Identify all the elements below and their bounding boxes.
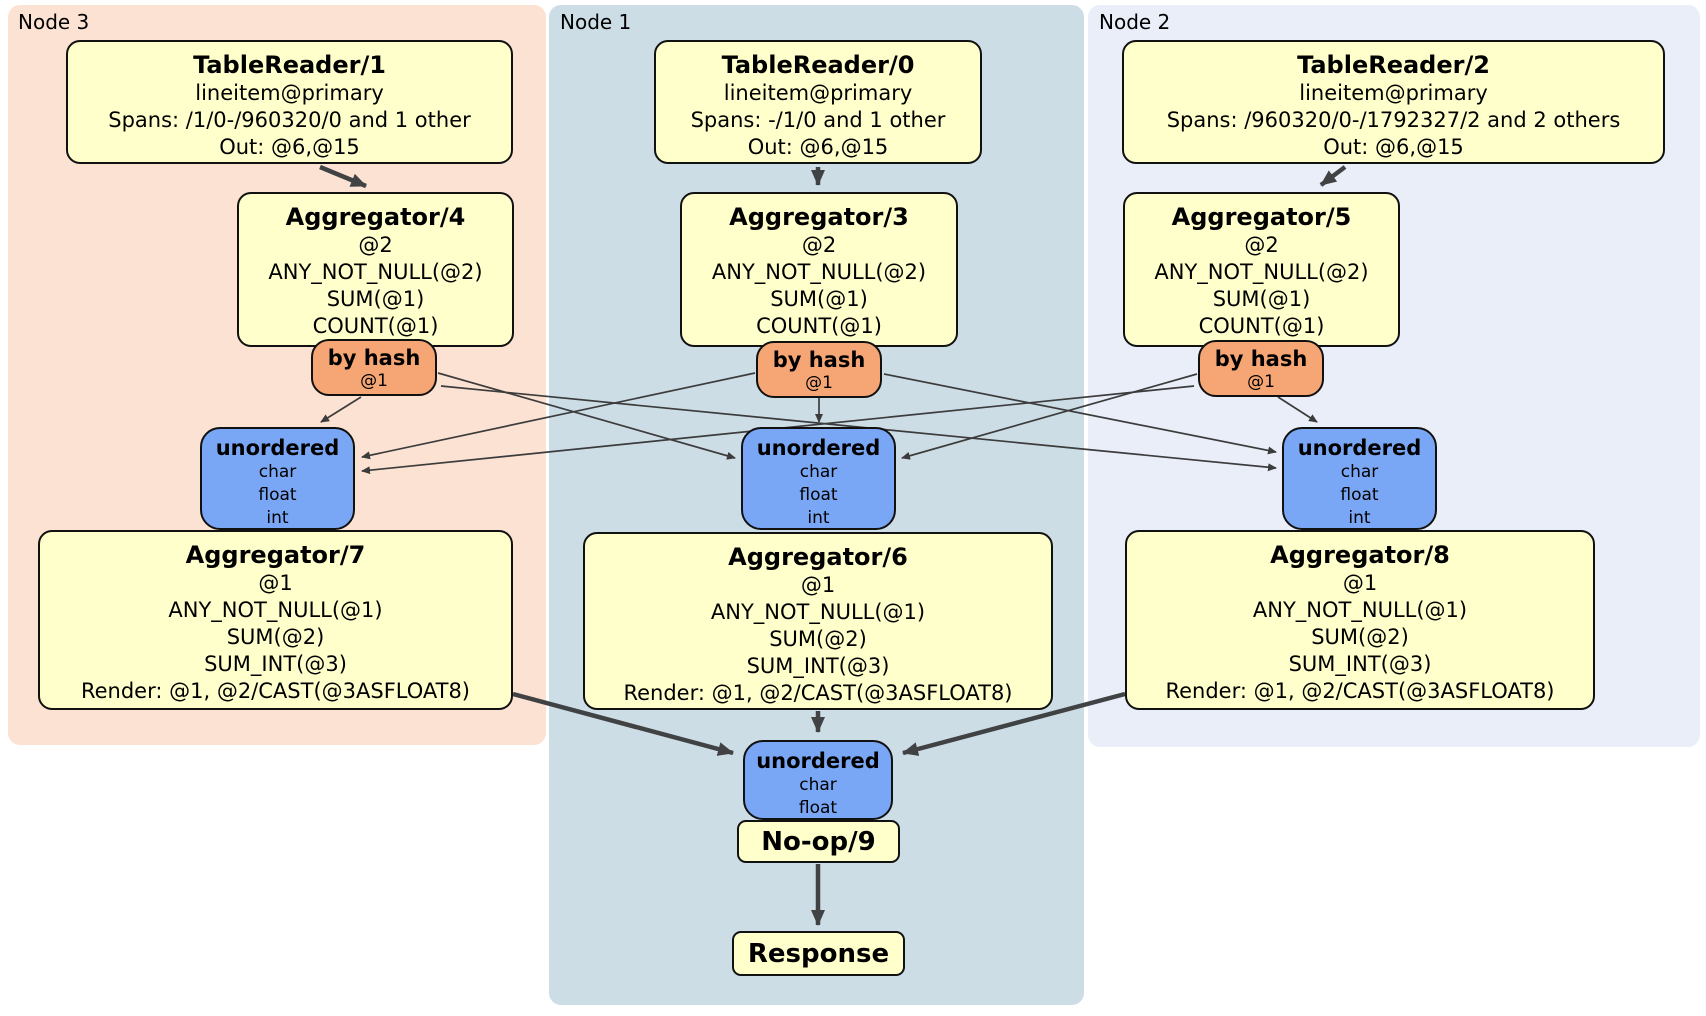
edge-aggregator8-final-sync — [902, 691, 1126, 756]
aggregator-4-fn3: COUNT(@1) — [312, 314, 439, 338]
hash-router-node1: by hash @1 — [756, 341, 882, 398]
aggregator-8-render: Render: @1, @2/CAST(@3ASFLOAT8) — [1165, 679, 1555, 703]
sync-node3-type2: float — [258, 485, 297, 505]
aggregator-7-title: Aggregator/7 — [185, 541, 366, 569]
aggregator-6-fn1: ANY_NOT_NULL(@1) — [710, 600, 926, 624]
tablereader-0-title: TableReader/0 — [721, 51, 915, 79]
hash-router-node2: by hash @1 — [1198, 340, 1324, 397]
tablereader-0-index: lineitem@primary — [723, 81, 913, 105]
region-label-node1: Node 1 — [560, 10, 632, 34]
aggregator-3-title: Aggregator/3 — [729, 203, 909, 231]
final-sync-type1: char — [799, 775, 837, 795]
tablereader-2-out: Out: @6,@15 — [1323, 135, 1464, 159]
aggregator-8-box: Aggregator/8 @1 ANY_NOT_NULL(@1) SUM(@2)… — [1125, 530, 1595, 710]
aggregator-5-box: Aggregator/5 @2 ANY_NOT_NULL(@2) SUM(@1)… — [1123, 192, 1400, 347]
aggregator-3-box: Aggregator/3 @2 ANY_NOT_NULL(@2) SUM(@1)… — [680, 192, 958, 347]
aggregator-4-box: Aggregator/4 @2 ANY_NOT_NULL(@2) SUM(@1)… — [237, 192, 514, 347]
edge-tablereader1-aggregator4 — [319, 164, 367, 189]
aggregator-7-fn1: ANY_NOT_NULL(@1) — [168, 598, 383, 622]
sync-node2-type1: char — [1340, 462, 1379, 482]
aggregator-8-title: Aggregator/8 — [1270, 541, 1450, 569]
edge-tablereader2-aggregator5 — [1319, 165, 1347, 187]
aggregator-3-groupcols: @2 — [801, 233, 837, 257]
edge-hash1-sync3 — [361, 372, 756, 460]
aggregator-5-fn1: ANY_NOT_NULL(@2) — [1154, 260, 1369, 284]
response-title: Response — [747, 939, 890, 969]
sync-node3-title: unordered — [215, 436, 340, 460]
aggregator-8-groupcols: @1 — [1342, 571, 1378, 595]
sync-node1: unordered char float int — [741, 427, 896, 530]
aggregator-7-box: Aggregator/7 @1 ANY_NOT_NULL(@1) SUM(@2)… — [38, 530, 513, 710]
aggregator-5-fn2: SUM(@1) — [1212, 287, 1311, 311]
hash-router-node3-title: by hash — [327, 346, 421, 370]
noop-box: No-op/9 — [737, 820, 900, 863]
aggregator-3-fn3: COUNT(@1) — [756, 314, 882, 338]
hash-router-node3-cols: @1 — [360, 371, 388, 391]
aggregator-8-fn2: SUM(@2) — [1311, 625, 1409, 649]
aggregator-4-fn2: SUM(@1) — [326, 287, 425, 311]
hash-router-node1-cols: @1 — [805, 373, 833, 393]
final-sync-type2: float — [798, 798, 838, 818]
tablereader-1-index: lineitem@primary — [195, 81, 384, 105]
edge-hash2-sync1 — [901, 373, 1198, 460]
edge-hash3-sync3 — [320, 396, 362, 423]
aggregator-6-render: Render: @1, @2/CAST(@3ASFLOAT8) — [623, 681, 1013, 705]
aggregator-4-title: Aggregator/4 — [285, 203, 466, 231]
tablereader-2-spans: Spans: /960320/0-/1792327/2 and 2 others — [1166, 108, 1621, 132]
tablereader-2-box: TableReader/2 lineitem@primary Spans: /9… — [1122, 40, 1665, 164]
aggregator-7-fn2: SUM(@2) — [226, 625, 325, 649]
region-label-node3: Node 3 — [18, 10, 90, 34]
final-sync: unordered char float — [743, 740, 893, 820]
sync-node1-type1: char — [799, 462, 838, 482]
tablereader-1-title: TableReader/1 — [193, 51, 386, 79]
edge-hash1-sync2 — [883, 373, 1277, 455]
aggregator-8-fn3: SUM_INT(@3) — [1288, 652, 1432, 676]
aggregator-5-title: Aggregator/5 — [1171, 203, 1352, 231]
response-box: Response — [732, 931, 905, 976]
sync-node1-type3: int — [807, 508, 830, 528]
tablereader-1-out: Out: @6,@15 — [219, 135, 360, 159]
aggregator-5-fn3: COUNT(@1) — [1198, 314, 1325, 338]
sync-node3-type3: int — [266, 508, 289, 528]
aggregator-4-groupcols: @2 — [358, 233, 393, 257]
sync-node2-title: unordered — [1297, 436, 1422, 460]
sync-node3: unordered char float int — [200, 427, 355, 530]
sync-node2-type2: float — [1340, 485, 1379, 505]
tablereader-2-title: TableReader/2 — [1297, 51, 1490, 79]
aggregator-8-fn1: ANY_NOT_NULL(@1) — [1252, 598, 1468, 622]
sync-node2-type3: int — [1348, 508, 1371, 528]
aggregator-6-title: Aggregator/6 — [728, 543, 908, 571]
tablereader-1-spans: Spans: /1/0-/960320/0 and 1 other — [108, 108, 471, 132]
noop-title: No-op/9 — [761, 827, 876, 857]
aggregator-6-fn2: SUM(@2) — [769, 627, 867, 651]
aggregator-6-box: Aggregator/6 @1 ANY_NOT_NULL(@1) SUM(@2)… — [583, 532, 1053, 710]
edge-hash2-sync2 — [1277, 396, 1318, 423]
aggregator-3-fn1: ANY_NOT_NULL(@2) — [711, 260, 927, 284]
aggregator-7-groupcols: @1 — [258, 571, 293, 595]
sync-node1-title: unordered — [756, 436, 881, 460]
sync-node2: unordered char float int — [1282, 427, 1437, 530]
hash-router-node3: by hash @1 — [311, 339, 437, 396]
aggregator-3-fn2: SUM(@1) — [770, 287, 868, 311]
tablereader-2-index: lineitem@primary — [1299, 81, 1488, 105]
hash-router-node2-title: by hash — [1214, 347, 1308, 371]
final-sync-title: unordered — [756, 749, 880, 773]
aggregator-4-fn1: ANY_NOT_NULL(@2) — [268, 260, 483, 284]
sync-node3-type1: char — [258, 462, 297, 482]
aggregator-6-groupcols: @1 — [800, 573, 836, 597]
tablereader-0-spans: Spans: -/1/0 and 1 other — [690, 108, 946, 132]
aggregator-6-fn3: SUM_INT(@3) — [746, 654, 890, 678]
region-label-node2: Node 2 — [1099, 10, 1171, 34]
tablereader-0-box: TableReader/0 lineitem@primary Spans: -/… — [654, 40, 982, 164]
aggregator-5-groupcols: @2 — [1244, 233, 1279, 257]
edge-aggregator7-final-sync — [512, 691, 734, 756]
aggregator-7-fn3: SUM_INT(@3) — [204, 652, 347, 676]
edge-hash3-sync1 — [437, 372, 736, 460]
aggregator-7-render: Render: @1, @2/CAST(@3ASFLOAT8) — [80, 679, 471, 703]
hash-router-node1-title: by hash — [772, 348, 866, 372]
hash-router-node2-cols: @1 — [1247, 372, 1275, 392]
tablereader-0-out: Out: @6,@15 — [747, 135, 889, 159]
tablereader-1-box: TableReader/1 lineitem@primary Spans: /1… — [66, 40, 513, 164]
sync-node1-type2: float — [799, 485, 838, 505]
